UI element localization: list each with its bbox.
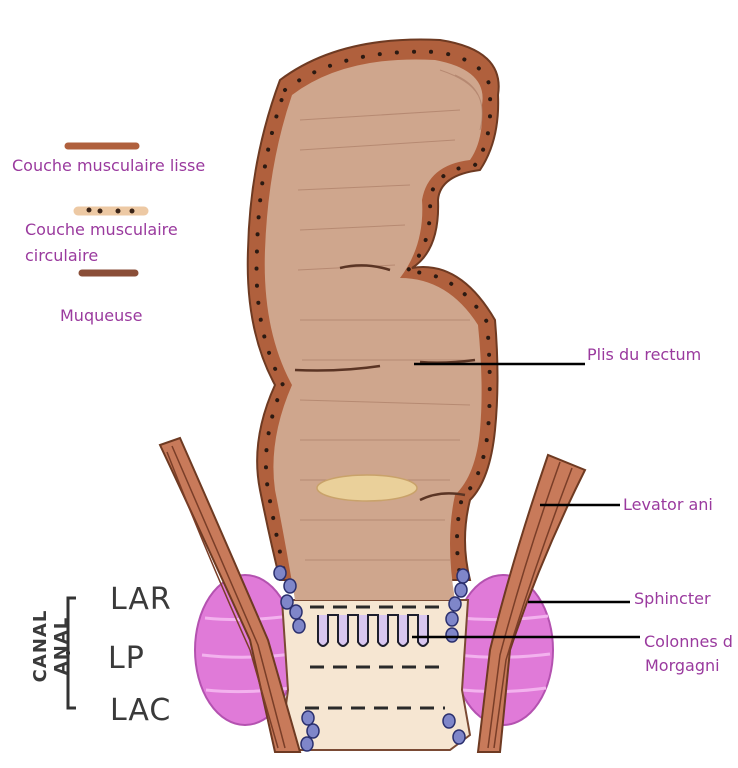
columns-of-morgagni (317, 614, 429, 647)
zone-lp: LP (108, 641, 145, 676)
fecal-mass (316, 474, 418, 502)
rectum-mucosa (264, 59, 483, 600)
canal-anal-title: CANAL ANAL (30, 609, 72, 683)
label-rectal-folds: Plis du rectum (587, 345, 702, 364)
legend-circular-muscle-label-2: circulaire (25, 246, 99, 265)
legend-circular-muscle-label-1: Couche musculaire (25, 220, 178, 239)
zone-lar: LAR (110, 582, 172, 617)
levator-ani-right (476, 453, 587, 753)
label-columns-line1: Colonnes d (644, 632, 733, 651)
label-levator-ani: Levator ani (623, 495, 713, 514)
leader-lines (412, 362, 640, 639)
zone-boundaries (305, 605, 445, 710)
zone-lac: LAC (110, 693, 172, 728)
anal-glands (273, 565, 470, 752)
label-sphincter: Sphincter (634, 589, 711, 608)
label-columns-line2: Morgagni (645, 656, 720, 675)
legend-smooth-muscle-label: Couche musculaire lisse (12, 156, 206, 175)
legend-mucosa-label: Muqueuse (60, 306, 143, 325)
circular-muscle-dots (254, 49, 493, 587)
legend-swatch-circular-muscle (73, 206, 149, 216)
canal-anal-bracket (66, 596, 76, 710)
rectal-folds (294, 264, 476, 502)
levator-ani-left (158, 436, 302, 753)
